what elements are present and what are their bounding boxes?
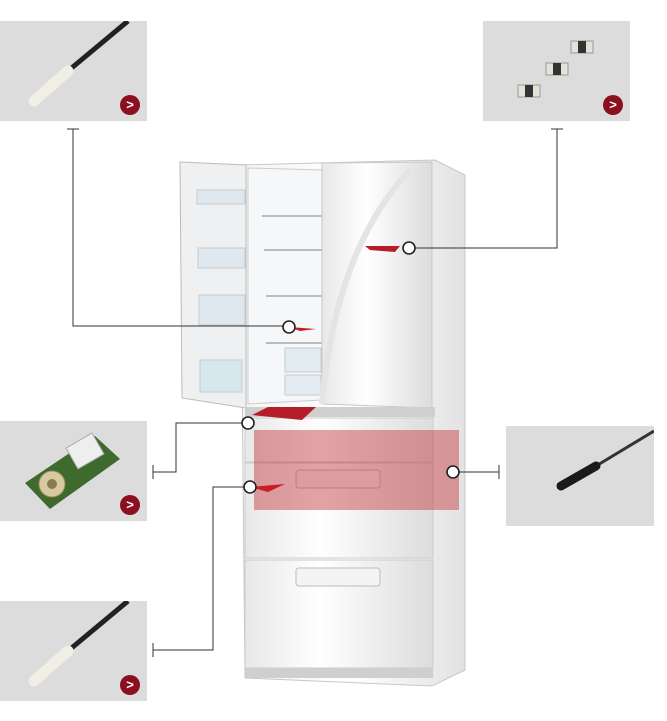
leader-lines — [67, 128, 563, 657]
sensor-points — [241, 241, 460, 494]
black-probe-image — [556, 429, 654, 491]
product-card-probe-sensor[interactable]: > — [0, 21, 147, 121]
chevron-right-icon[interactable]: > — [603, 95, 623, 115]
highlight-zone-vegetable — [254, 430, 459, 510]
chevron-right-icon[interactable]: > — [120, 675, 140, 695]
probe-sensor-image — [28, 21, 130, 107]
chevron-right-icon[interactable]: > — [120, 495, 140, 515]
sensor-marker-drawer — [250, 484, 285, 492]
board-sensor-image — [25, 432, 120, 509]
product-card-black-probe[interactable] — [506, 426, 654, 526]
refrigerator — [179, 159, 466, 687]
sensor-marker-door — [365, 246, 400, 252]
product-card-board-sensor[interactable]: > — [0, 421, 147, 521]
sensor-marker-fridge — [289, 327, 316, 331]
chevron-right-icon[interactable]: > — [120, 95, 140, 115]
product-card-probe-sensor-drawer[interactable]: > — [0, 601, 147, 701]
product-card-chip-thermistor[interactable]: > — [483, 21, 630, 121]
highlight-zone-shelf — [252, 407, 316, 420]
chip-thermistor-image — [517, 40, 594, 98]
probe-sensor-image — [28, 601, 130, 687]
